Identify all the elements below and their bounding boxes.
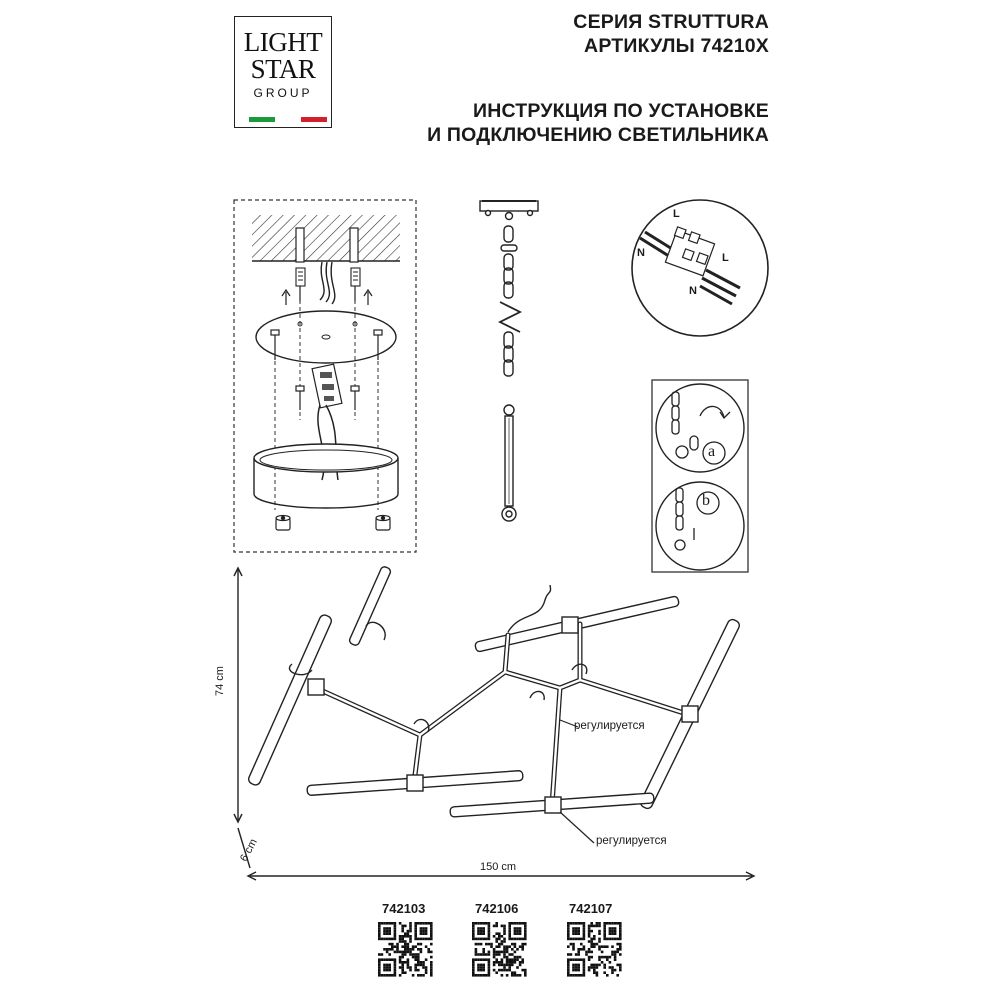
arm-left-top [348, 566, 392, 646]
article-code-3: 742107 [569, 901, 613, 916]
step-label-a: a [708, 443, 716, 460]
wire-label-n-bottom: N [689, 285, 697, 297]
logo-text-light: LIGHT [243, 27, 323, 57]
wire-label-l-top: L [673, 208, 680, 220]
dimension-width: 150 cm [480, 861, 517, 873]
logo-text-group: GROUP [253, 86, 313, 100]
qr-code-1 [378, 922, 433, 977]
adjustable-label-2: регулируется [596, 835, 667, 847]
instruction-title-line1: ИНСТРУКЦИЯ ПО УСТАНОВКЕ [472, 100, 769, 122]
header-series-block: СЕРИЯ STRUTTURA АРТИКУЛЫ 74210X [573, 10, 769, 58]
logo-text-star: STAR [250, 54, 316, 84]
wire-label-n-top: N [637, 247, 645, 259]
arm-left-vertical [248, 614, 332, 786]
italian-flag-stripe [249, 117, 327, 122]
adjustable-label-1: регулируется [574, 720, 645, 732]
wire-label-l-bottom: L [722, 252, 729, 264]
fixture-drawing [233, 566, 756, 881]
instruction-title-block: ИНСТРУКЦИЯ ПО УСТАНОВКЕ И ПОДКЛЮЧЕНИЮ СВ… [427, 99, 769, 147]
dimension-height: 74 cm [214, 666, 226, 696]
articles-title: АРТИКУЛЫ 74210X [584, 35, 769, 57]
qr-code-3 [567, 922, 622, 977]
article-code-2: 742106 [475, 901, 519, 916]
brand-logo: LIGHT STAR GROUP [234, 16, 332, 128]
qr-codes [378, 922, 622, 977]
chain-adjust-diagram [651, 379, 749, 573]
wiring-diagram [631, 199, 769, 337]
suspension-rod [501, 404, 517, 522]
step-label-b: b [702, 492, 710, 509]
dowel-right [350, 267, 361, 302]
instruction-title-line2: И ПОДКЛЮЧЕНИЮ СВЕТИЛЬНИКА [427, 124, 769, 146]
flag-red [301, 117, 327, 122]
series-title: СЕРИЯ STRUTTURA [573, 11, 769, 33]
dowel-left [295, 267, 306, 302]
flag-green [249, 117, 275, 122]
qr-code-2 [472, 922, 527, 977]
mounting-diagram [233, 199, 417, 553]
suspension-chain [479, 200, 539, 377]
article-code-1: 742103 [382, 901, 426, 916]
flag-white [275, 117, 301, 122]
